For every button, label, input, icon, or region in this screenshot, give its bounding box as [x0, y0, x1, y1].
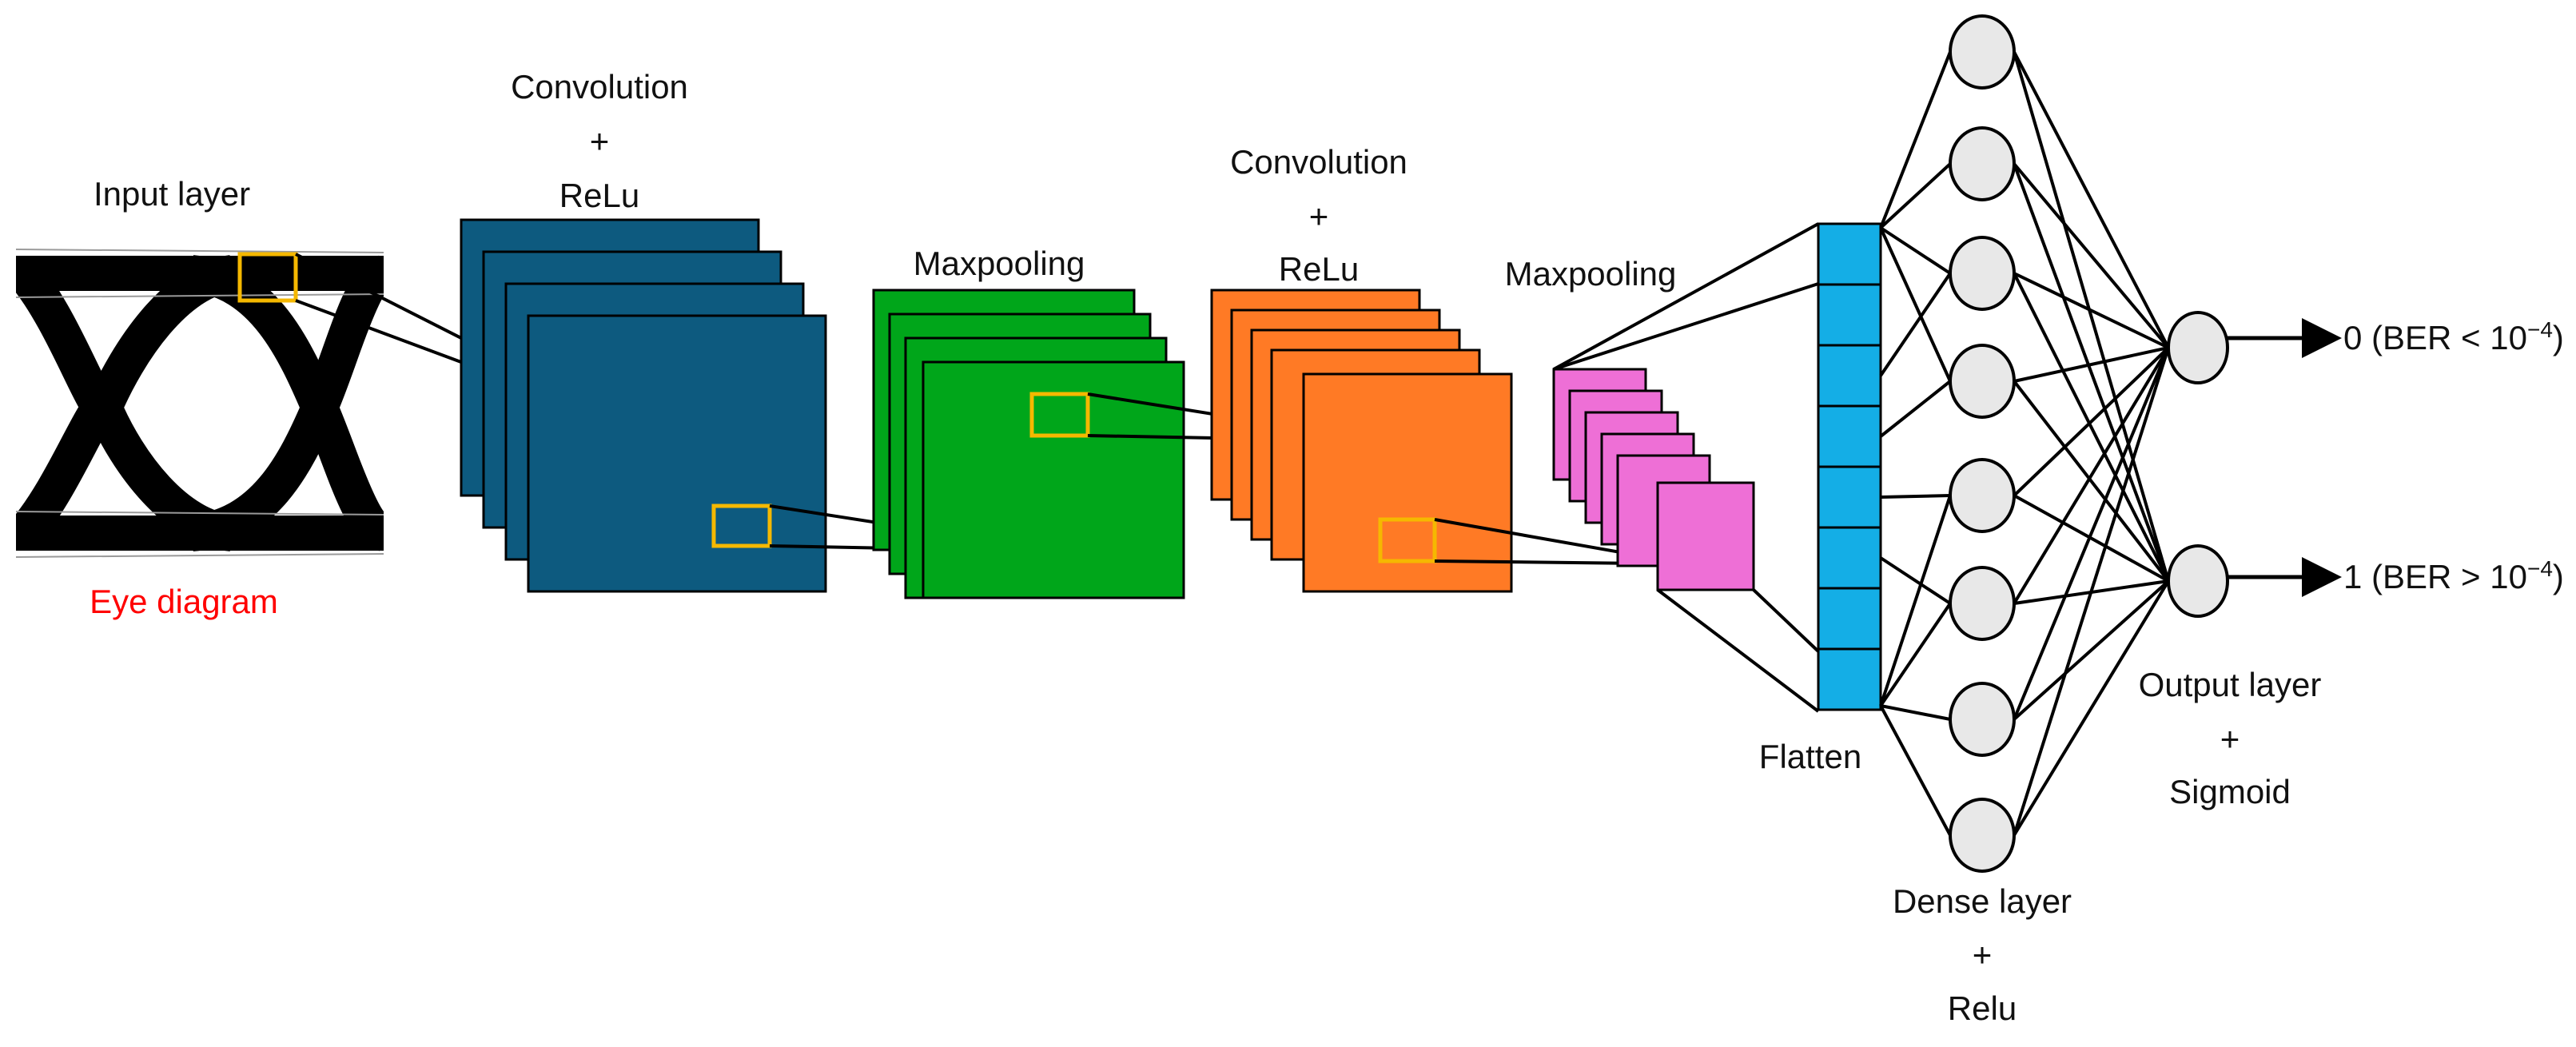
- output-neuron-0: [2167, 311, 2229, 384]
- conv1-label-line1: Convolution: [511, 68, 688, 105]
- flatten-to-dense-connectors: [1879, 51, 1952, 836]
- dense-neuron: [1949, 458, 2016, 533]
- conv1-highlight-box: [711, 504, 772, 548]
- output-class-0-prefix: 0 (BER < 10: [2343, 319, 2527, 356]
- output-label-line3: Sigmoid: [2169, 773, 2291, 810]
- conv1-feature-maps: [460, 218, 827, 593]
- maxpool2-label: Maxpooling: [1504, 255, 1677, 293]
- output-class-0-label: 0 (BER < 10−4): [2343, 318, 2564, 358]
- flatten-vector: [1817, 222, 1882, 711]
- flatten-label: Flatten: [1758, 738, 1862, 775]
- flatten-cell: [1817, 222, 1882, 286]
- eye-left-crossing: [16, 261, 122, 546]
- flatten-cell: [1817, 404, 1882, 468]
- conv2-label-line3: ReLu: [1278, 250, 1360, 288]
- flatten-cell: [1817, 344, 1882, 408]
- flatten-cell: [1817, 283, 1882, 347]
- dense-neuron: [1949, 14, 2016, 90]
- output-class-0-exponent: −4: [2526, 317, 2553, 342]
- maxpool1-highlight-box: [1029, 392, 1090, 438]
- dense-neuron: [1949, 344, 2016, 419]
- output-label-line2: +: [2220, 720, 2240, 758]
- eye-right-cross-falling: [189, 255, 337, 416]
- output-layer-neurons: [2167, 311, 2229, 618]
- output-class-1-suffix: ): [2552, 558, 2564, 595]
- conv2-highlight-box: [1378, 517, 1437, 563]
- dense-to-output-connectors: [2013, 51, 2170, 837]
- eye-diagram-image: [16, 249, 384, 558]
- output-class-1-label: 1 (BER > 10−4): [2343, 557, 2564, 597]
- dense-label-line3: Relu: [1947, 989, 2017, 1027]
- conv1-label-line2: +: [589, 122, 610, 160]
- input-highlight-box: [237, 252, 298, 303]
- maxpool2-to-flatten-connectors: [1553, 222, 1820, 713]
- input-layer-label: Input layer: [93, 175, 251, 213]
- output-class-0-suffix: ): [2552, 319, 2564, 356]
- conv2-to-maxpool2-connectors: [1434, 518, 1639, 565]
- output-class-1-exponent: −4: [2526, 556, 2553, 581]
- dense-neuron: [1949, 798, 2016, 873]
- flatten-cell: [1817, 587, 1882, 651]
- eye-diagram-label: Eye diagram: [90, 583, 278, 620]
- dense-neuron: [1949, 682, 2016, 757]
- dense-label-line2: +: [1972, 936, 1993, 973]
- eye-noise-traces: [16, 249, 384, 558]
- dense-neuron: [1949, 236, 2016, 311]
- flatten-cell: [1817, 647, 1882, 711]
- dense-neuron: [1949, 566, 2016, 641]
- conv2-feature-maps: [1210, 289, 1513, 593]
- dense-neuron: [1949, 126, 2016, 201]
- maxpool1-label: Maxpooling: [913, 245, 1085, 282]
- conv1-label-line3: ReLu: [559, 177, 640, 214]
- flatten-cell: [1817, 526, 1882, 590]
- output-label-line1: Output layer: [2138, 666, 2322, 703]
- conv2-label-line1: Convolution: [1230, 143, 1407, 181]
- maxpool2-feature-maps: [1552, 368, 1755, 591]
- dense-layer-neurons: [1949, 14, 2016, 873]
- output-class-1-prefix: 1 (BER > 10: [2343, 558, 2527, 595]
- maxpool1-feature-maps: [872, 289, 1185, 599]
- dense-label-line1: Dense layer: [1892, 882, 2072, 920]
- output-neuron-1: [2167, 544, 2229, 618]
- flatten-cell: [1817, 465, 1882, 529]
- conv2-label-line2: +: [1308, 197, 1329, 235]
